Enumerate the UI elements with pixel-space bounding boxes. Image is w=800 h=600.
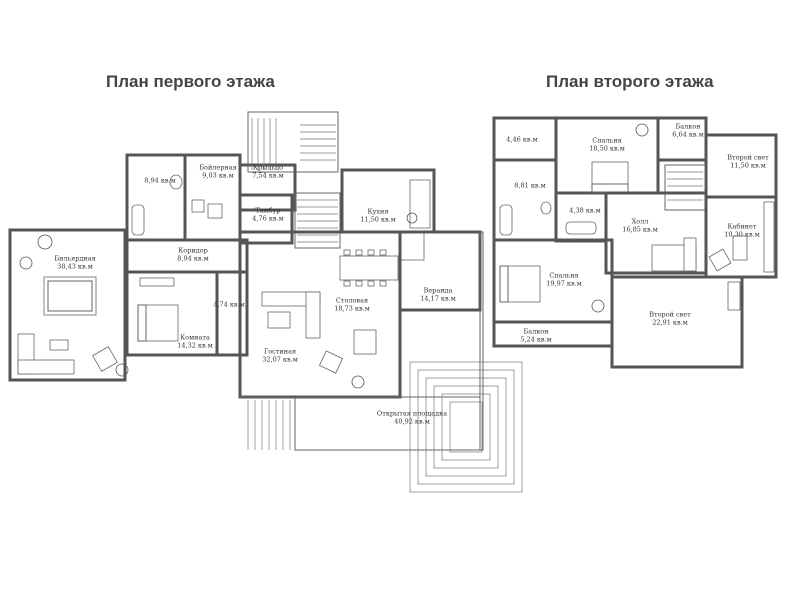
plant-icon [635,123,649,137]
room-label-2f-bath-small: 4,38 кв.м [569,206,601,215]
plant-icon [351,375,365,389]
bookshelf-icon [763,201,775,273]
plant-icon [115,363,129,377]
interior-stairs [297,199,338,243]
first-floor-title: План первого этажа [106,72,275,91]
room-label-2f-small: 4,46 кв.м [506,135,538,144]
armchair-icon [92,346,118,372]
bathtub-icon [565,221,597,235]
second-floor-title: План второго этажа [546,72,714,91]
toilet-icon [169,174,183,190]
bed-icon [499,265,541,303]
armchair-icon [708,248,732,272]
fireplace-icon [727,281,741,311]
desk-icon [732,235,748,261]
room-label-2f-bath: 8,81 кв.м [514,181,546,190]
first-floor-plan [8,111,523,493]
kitchen-counter-icon [409,179,431,229]
plant-icon [406,212,418,224]
bed-icon [137,304,179,342]
boiler-icon [207,203,223,219]
table-icon [49,339,69,351]
bathtub-icon [499,204,513,236]
armchair-icon [318,350,344,374]
dining-chairs [343,249,387,287]
plant-icon [591,299,605,313]
fireplace-icon [353,329,377,355]
porch-stairs [251,118,336,170]
toilet-icon [540,201,552,215]
terrace-stairs-corner [409,361,523,493]
plant-icon [19,256,33,270]
billiard-table-icon [43,276,97,316]
room-label-small-room: 4,74 кв.м [213,300,245,309]
boiler-icon [191,199,205,213]
fireplace-icon [399,231,425,261]
dining-table-icon [339,255,399,281]
second-floor-stairs [667,171,703,201]
coffee-table-icon [267,311,291,329]
room-label-bathroom: 8,94 кв.м [144,176,176,185]
plant-icon [37,234,53,250]
wardrobe-icon [139,277,175,287]
second-floor-plan [492,116,778,369]
terrace-stairs-left [247,400,291,450]
bathtub-icon [131,204,145,236]
bed-icon [591,161,629,193]
